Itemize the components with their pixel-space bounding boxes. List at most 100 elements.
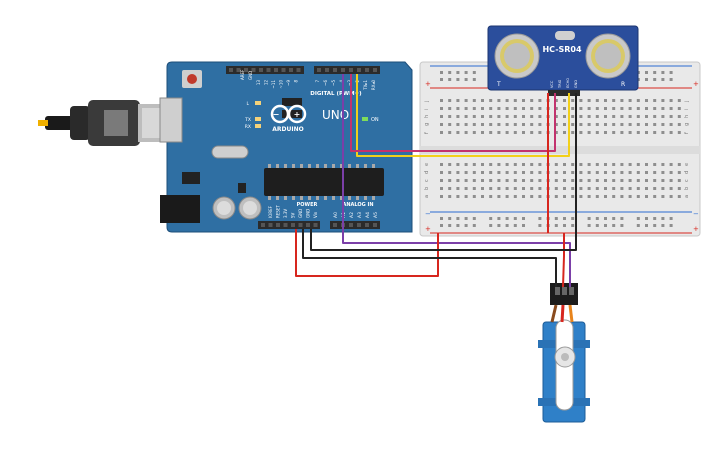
breadboard-hole[interactable]: [513, 171, 517, 174]
breadboard-hole[interactable]: [628, 99, 632, 102]
breadboard-hole[interactable]: [440, 217, 443, 220]
breadboard-hole[interactable]: [530, 99, 534, 102]
breadboard-hole[interactable]: [513, 217, 517, 220]
breadboard-hole[interactable]: [579, 187, 583, 190]
breadboard-hole[interactable]: [645, 78, 648, 81]
breadboard-hole[interactable]: [448, 224, 452, 227]
header-hole[interactable]: [306, 223, 310, 227]
breadboard-hole[interactable]: [497, 123, 501, 126]
header-hole[interactable]: [341, 68, 345, 72]
breadboard-hole[interactable]: [604, 99, 607, 102]
breadboard-hole[interactable]: [604, 171, 607, 174]
breadboard-hole[interactable]: [563, 131, 566, 134]
breadboard-hole[interactable]: [612, 224, 616, 227]
breadboard-hole[interactable]: [456, 195, 460, 198]
breadboard-hole[interactable]: [456, 78, 460, 81]
breadboard-hole[interactable]: [481, 123, 484, 126]
breadboard-hole[interactable]: [653, 217, 657, 220]
breadboard-hole[interactable]: [595, 123, 599, 126]
breadboard-hole[interactable]: [595, 131, 599, 134]
breadboard-hole[interactable]: [645, 115, 648, 118]
breadboard-hole[interactable]: [669, 179, 673, 182]
breadboard-hole[interactable]: [628, 163, 632, 166]
breadboard-hole[interactable]: [440, 115, 443, 118]
breadboard-hole[interactable]: [522, 171, 525, 174]
breadboard-hole[interactable]: [538, 217, 542, 220]
breadboard-hole[interactable]: [522, 131, 525, 134]
breadboard-hole[interactable]: [612, 217, 616, 220]
breadboard-hole[interactable]: [571, 131, 575, 134]
header-hole[interactable]: [251, 68, 256, 72]
breadboard-hole[interactable]: [440, 107, 443, 110]
breadboard-hole[interactable]: [522, 224, 525, 227]
breadboard-hole[interactable]: [538, 123, 542, 126]
breadboard-hole[interactable]: [481, 99, 484, 102]
wire-red-5v[interactable]: [295, 229, 439, 277]
breadboard-hole[interactable]: [620, 195, 624, 198]
header-hole[interactable]: [268, 223, 273, 227]
breadboard-hole[interactable]: [481, 131, 484, 134]
breadboard-hole[interactable]: [464, 99, 468, 102]
breadboard-hole[interactable]: [669, 187, 673, 190]
breadboard-hole[interactable]: [464, 179, 468, 182]
breadboard-hole[interactable]: [456, 107, 460, 110]
breadboard-hole[interactable]: [677, 187, 681, 190]
breadboard-hole[interactable]: [653, 107, 657, 110]
breadboard-hole[interactable]: [497, 224, 501, 227]
breadboard-hole[interactable]: [448, 171, 452, 174]
breadboard-hole[interactable]: [604, 187, 607, 190]
breadboard-hole[interactable]: [464, 123, 468, 126]
breadboard-hole[interactable]: [620, 217, 624, 220]
header-hole[interactable]: [313, 223, 318, 227]
breadboard-hole[interactable]: [464, 115, 468, 118]
sensor-pin-header[interactable]: [548, 90, 580, 96]
breadboard-hole[interactable]: [505, 187, 509, 190]
breadboard-hole[interactable]: [636, 171, 640, 174]
breadboard-hole[interactable]: [661, 78, 665, 81]
breadboard-hole[interactable]: [579, 171, 583, 174]
breadboard-hole[interactable]: [636, 187, 640, 190]
digital-header-right[interactable]: [314, 66, 380, 74]
breadboard-hole[interactable]: [595, 179, 599, 182]
breadboard-hole[interactable]: [661, 187, 665, 190]
breadboard-hole[interactable]: [505, 115, 509, 118]
breadboard-hole[interactable]: [628, 171, 632, 174]
breadboard-hole[interactable]: [456, 179, 460, 182]
breadboard-hole[interactable]: [620, 131, 624, 134]
breadboard-hole[interactable]: [522, 107, 525, 110]
breadboard-hole[interactable]: [530, 195, 534, 198]
breadboard-hole[interactable]: [587, 131, 591, 134]
breadboard-hole[interactable]: [677, 123, 681, 126]
breadboard-hole[interactable]: [456, 115, 460, 118]
breadboard-hole[interactable]: [653, 131, 657, 134]
breadboard-hole[interactable]: [653, 123, 657, 126]
header-hole[interactable]: [333, 223, 337, 227]
breadboard-hole[interactable]: [538, 163, 542, 166]
header-hole[interactable]: [229, 68, 233, 72]
breadboard-hole[interactable]: [554, 163, 558, 166]
breadboard-hole[interactable]: [579, 115, 583, 118]
breadboard-hole[interactable]: [620, 99, 624, 102]
breadboard-hole[interactable]: [472, 195, 476, 198]
breadboard-hole[interactable]: [489, 99, 493, 102]
breadboard-hole[interactable]: [513, 163, 517, 166]
breadboard-hole[interactable]: [653, 224, 657, 227]
breadboard-hole[interactable]: [497, 99, 501, 102]
breadboard-hole[interactable]: [464, 163, 468, 166]
breadboard-hole[interactable]: [653, 195, 657, 198]
breadboard-hole[interactable]: [497, 195, 501, 198]
breadboard-hole[interactable]: [571, 179, 575, 182]
breadboard-hole[interactable]: [448, 195, 452, 198]
header-hole[interactable]: [365, 223, 369, 227]
breadboard-hole[interactable]: [628, 131, 632, 134]
breadboard-hole[interactable]: [472, 123, 476, 126]
breadboard-hole[interactable]: [472, 224, 476, 227]
wire-magenta[interactable]: [350, 74, 556, 152]
breadboard-hole[interactable]: [636, 195, 640, 198]
breadboard-hole[interactable]: [440, 179, 443, 182]
breadboard-hole[interactable]: [579, 99, 583, 102]
breadboard-hole[interactable]: [563, 217, 566, 220]
breadboard-hole[interactable]: [538, 179, 542, 182]
breadboard-hole[interactable]: [538, 99, 542, 102]
